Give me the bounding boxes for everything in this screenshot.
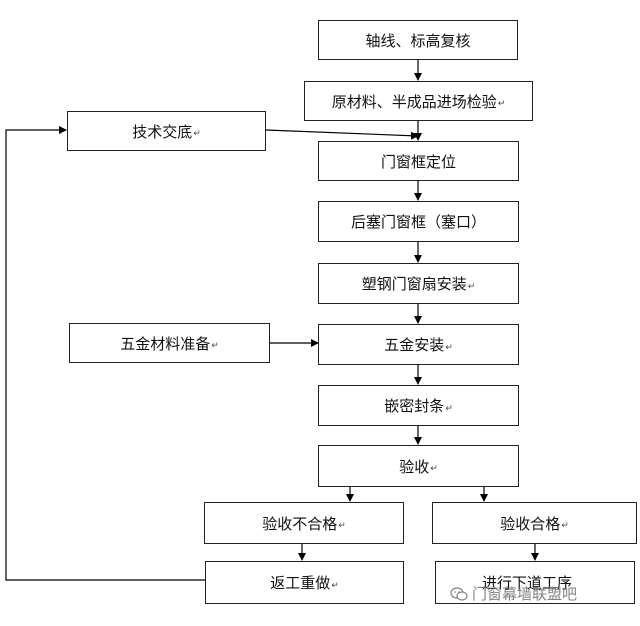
step-hardware-prep-label: 五金材料准备 — [120, 334, 211, 353]
step-acceptance: 验收↵ — [318, 445, 519, 487]
paragraph-mark: ↵ — [211, 341, 219, 351]
paragraph-mark: ↵ — [331, 580, 339, 591]
step-hardware-install: 五金安装↵ — [318, 324, 519, 365]
wechat-icon — [450, 586, 468, 601]
paragraph-mark: ↵ — [497, 99, 506, 109]
step-acceptance-fail: 验收不合格↵ — [204, 502, 404, 544]
paragraph-mark: ↵ — [193, 129, 201, 139]
step-sash-install: 塑钢门窗扇安装↵ — [318, 263, 519, 304]
step-frame-filling-label: 后塞门窗框（塞口） — [350, 213, 486, 231]
step-frame-positioning-label: 门窗框定位 — [380, 152, 456, 171]
step-acceptance-pass-label: 验收合格 — [500, 514, 561, 533]
paragraph-mark: ↵ — [561, 521, 569, 531]
step-hardware-install-label: 五金安装 — [384, 336, 445, 354]
step-frame-filling: 后塞门窗框（塞口） — [318, 201, 519, 242]
step-seal-strip-label: 嵌密封条 — [384, 397, 445, 415]
watermark-text: 门窗幕墙联盟吧 — [472, 585, 578, 603]
step-technical-briefing-label: 技术交底 — [132, 122, 193, 141]
step-sash-install-label: 塑钢门窗扇安装 — [361, 275, 467, 293]
step-frame-positioning: 门窗框定位 — [318, 141, 519, 181]
step-material-inspection-label: 原材料、半成品进场检验 — [331, 92, 497, 111]
step-next-process: 进行下道工序 — [435, 561, 635, 604]
step-acceptance-fail-label: 验收不合格 — [262, 514, 338, 533]
paragraph-mark: ↵ — [467, 281, 476, 292]
paragraph-mark: ↵ — [338, 521, 346, 531]
step-rework: 返工重做↵ — [205, 561, 404, 604]
step-axis-check-label: 轴线、标高复核 — [365, 31, 471, 50]
step-acceptance-label: 验收 — [399, 457, 430, 476]
step-hardware-prep: 五金材料准备↵ — [69, 323, 270, 363]
step-material-inspection: 原材料、半成品进场检验↵ — [304, 81, 533, 121]
step-acceptance-pass: 验收合格↵ — [432, 502, 637, 544]
step-next-process-label: 进行下道工序 — [482, 574, 573, 592]
paragraph-mark: ↵ — [430, 464, 438, 474]
step-seal-strip: 嵌密封条↵ — [318, 385, 519, 426]
watermark: 门窗幕墙联盟吧 — [450, 583, 577, 604]
paragraph-mark: ↵ — [445, 342, 453, 353]
step-rework-label: 返工重做 — [270, 574, 331, 592]
step-technical-briefing: 技术交底↵ — [67, 111, 266, 151]
paragraph-mark: ↵ — [445, 403, 453, 414]
arrow-briefing-to-chain — [265, 129, 419, 140]
step-axis-check: 轴线、标高复核 — [318, 20, 518, 60]
loop-rework-to-briefing — [5, 126, 205, 581]
